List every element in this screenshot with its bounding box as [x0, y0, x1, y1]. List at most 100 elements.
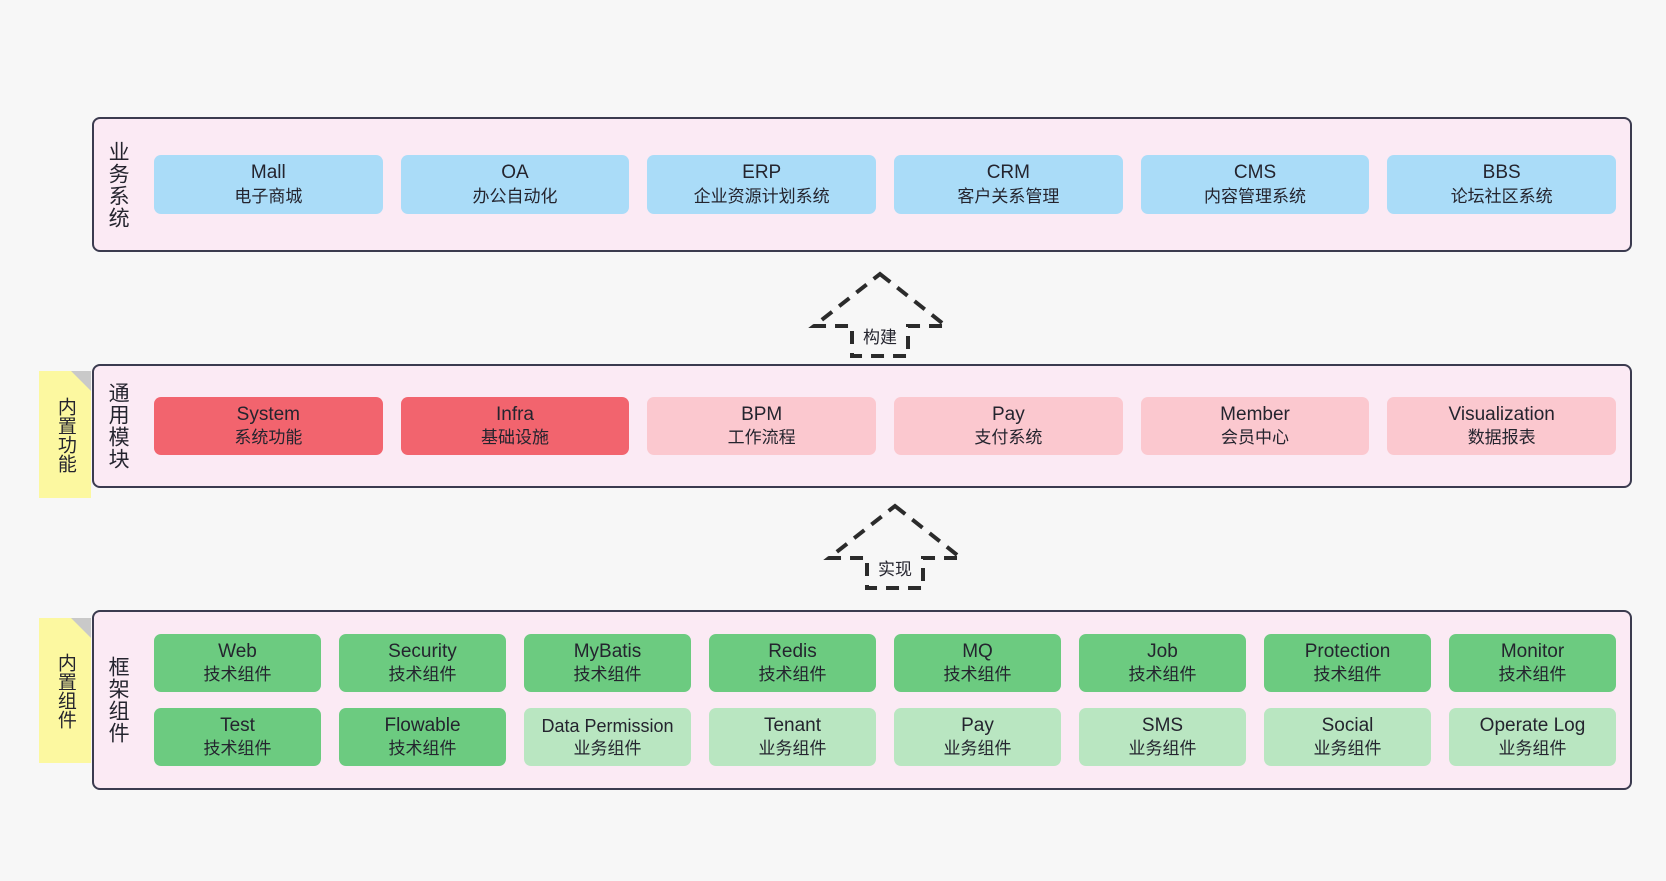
card-title: BPM: [741, 403, 783, 425]
card-title: Monitor: [1500, 640, 1565, 662]
card-oa[interactable]: OA 办公自动化: [400, 155, 630, 214]
card-job[interactable]: Job 技术组件: [1079, 633, 1246, 692]
card-redis[interactable]: Redis 技术组件: [709, 633, 876, 692]
card-mybatis[interactable]: MyBatis 技术组件: [524, 633, 691, 692]
card-web[interactable]: Web 技术组件: [154, 633, 321, 692]
card-title: CMS: [1233, 162, 1277, 184]
card-title: Member: [1220, 403, 1290, 425]
card-subtitle: 技术组件: [203, 665, 272, 685]
card-subtitle: 技术组件: [573, 665, 642, 685]
card-title: Job: [1147, 640, 1178, 662]
card-title: System: [236, 403, 301, 425]
card-subtitle: 技术组件: [388, 665, 457, 685]
card-protection[interactable]: Protection 技术组件: [1264, 633, 1431, 692]
card-title: Security: [388, 640, 457, 662]
note-label: 内置功能: [54, 396, 76, 473]
card-monitor[interactable]: Monitor 技术组件: [1449, 633, 1616, 692]
card-subtitle: 客户关系管理: [957, 186, 1060, 206]
card-subtitle: 数据报表: [1467, 428, 1536, 448]
layer-framework-component: 框架组件 Web 技术组件 Security 技术组件 MyBatis 技术组件…: [92, 610, 1632, 790]
card-subtitle: 技术组件: [1313, 665, 1382, 685]
card-security[interactable]: Security 技术组件: [339, 633, 506, 692]
card-title: Redis: [768, 640, 817, 662]
card-subtitle: 论坛社区系统: [1450, 186, 1553, 206]
card-subtitle: 业务组件: [1128, 739, 1197, 759]
card-crm[interactable]: CRM 客户关系管理: [894, 155, 1123, 214]
card-operate-log[interactable]: Operate Log 业务组件: [1449, 708, 1616, 767]
card-subtitle: 技术组件: [1128, 665, 1197, 685]
connector-build: 构建: [800, 268, 960, 358]
card-title: MyBatis: [573, 640, 642, 662]
card-title: Visualization: [1448, 403, 1555, 425]
card-subtitle: 业务组件: [573, 738, 642, 758]
card-title: Social: [1321, 715, 1374, 736]
folded-corner-icon: [71, 371, 91, 391]
card-tenant[interactable]: Tenant 业务组件: [709, 708, 876, 767]
card-pay[interactable]: Pay 支付系统: [894, 396, 1123, 456]
card-title: SMS: [1141, 715, 1184, 736]
card-title: Operate Log: [1479, 715, 1586, 736]
connector-implement-label: 实现: [878, 560, 912, 579]
card-visualization[interactable]: Visualization 数据报表: [1387, 396, 1617, 456]
card-social[interactable]: Social 业务组件: [1264, 708, 1431, 767]
card-title: MQ: [962, 640, 993, 662]
card-subtitle: 办公自动化: [472, 186, 558, 206]
card-title: Protection: [1304, 640, 1391, 662]
card-subtitle: 技术组件: [203, 739, 272, 759]
card-subtitle: 基础设施: [481, 428, 549, 448]
card-row: Web 技术组件 Security 技术组件 MyBatis 技术组件 Redi…: [154, 633, 1616, 692]
layer-business-system-title: 业务系统: [106, 140, 130, 229]
layer-framework-component-title: 框架组件: [106, 656, 130, 744]
card-pay-business[interactable]: Pay 业务组件: [894, 708, 1061, 767]
card-subtitle: 技术组件: [1498, 665, 1567, 685]
card-row: System 系统功能 Infra 基础设施 BPM 工作流程 Pay 支付系统…: [154, 396, 1617, 456]
card-member[interactable]: Member 会员中心: [1140, 396, 1370, 456]
card-title: Infra: [495, 403, 535, 425]
implement-arrow-icon: [823, 503, 967, 590]
card-infra[interactable]: Infra 基础设施: [400, 396, 630, 456]
card-subtitle: 技术组件: [758, 665, 827, 685]
card-bbs[interactable]: BBS 论坛社区系统: [1387, 155, 1617, 214]
card-title: Pay: [991, 403, 1025, 425]
card-cms[interactable]: CMS 内容管理系统: [1140, 155, 1370, 214]
layer-common-module-body: System 系统功能 Infra 基础设施 BPM 工作流程 Pay 支付系统…: [140, 366, 1630, 486]
card-title: Flowable: [384, 715, 461, 736]
layer-common-module-title: 通用模块: [106, 382, 130, 470]
layer-business-system: 业务系统 Mall 电子商城 OA 办公自动化 ERP 企业资源计划系统 CRM…: [92, 117, 1632, 252]
card-sms[interactable]: SMS 业务组件: [1079, 708, 1246, 767]
card-title: Test: [220, 715, 255, 736]
card-mq[interactable]: MQ 技术组件: [894, 633, 1061, 692]
card-title: ERP: [742, 162, 782, 184]
card-system[interactable]: System 系统功能: [154, 396, 383, 456]
card-subtitle: 业务组件: [1313, 739, 1382, 759]
card-title: Web: [218, 640, 257, 662]
card-test[interactable]: Test 技术组件: [154, 708, 321, 767]
card-subtitle: 内容管理系统: [1204, 186, 1307, 206]
build-arrow-icon: [808, 271, 952, 358]
card-subtitle: 技术组件: [943, 665, 1012, 685]
note-label: 内置组件: [54, 652, 76, 729]
card-subtitle: 技术组件: [388, 739, 457, 759]
card-subtitle: 工作流程: [727, 428, 796, 448]
card-title: Data Permission: [541, 715, 674, 736]
card-title: BBS: [1482, 162, 1521, 184]
card-mall[interactable]: Mall 电子商城: [154, 155, 383, 214]
card-flowable[interactable]: Flowable 技术组件: [339, 708, 506, 767]
card-title: Pay: [961, 715, 994, 736]
card-bpm[interactable]: BPM 工作流程: [647, 396, 877, 456]
card-subtitle: 业务组件: [1498, 739, 1567, 759]
card-subtitle: 支付系统: [974, 428, 1043, 448]
card-subtitle: 业务组件: [758, 739, 827, 759]
card-data-permission[interactable]: Data Permission 业务组件: [524, 708, 691, 767]
card-title: Tenant: [763, 715, 822, 736]
layer-business-system-body: Mall 电子商城 OA 办公自动化 ERP 企业资源计划系统 CRM 客户关系…: [140, 119, 1630, 250]
card-erp[interactable]: ERP 企业资源计划系统: [647, 155, 877, 214]
card-subtitle: 系统功能: [234, 428, 303, 448]
folded-corner-icon: [71, 618, 91, 638]
card-title: CRM: [986, 162, 1030, 184]
layer-common-module: 通用模块 System 系统功能 Infra 基础设施 BPM 工作流程 Pay…: [92, 364, 1632, 488]
connector-implement: 实现: [815, 500, 975, 590]
card-subtitle: 电子商城: [234, 186, 303, 206]
card-title: OA: [501, 162, 529, 184]
